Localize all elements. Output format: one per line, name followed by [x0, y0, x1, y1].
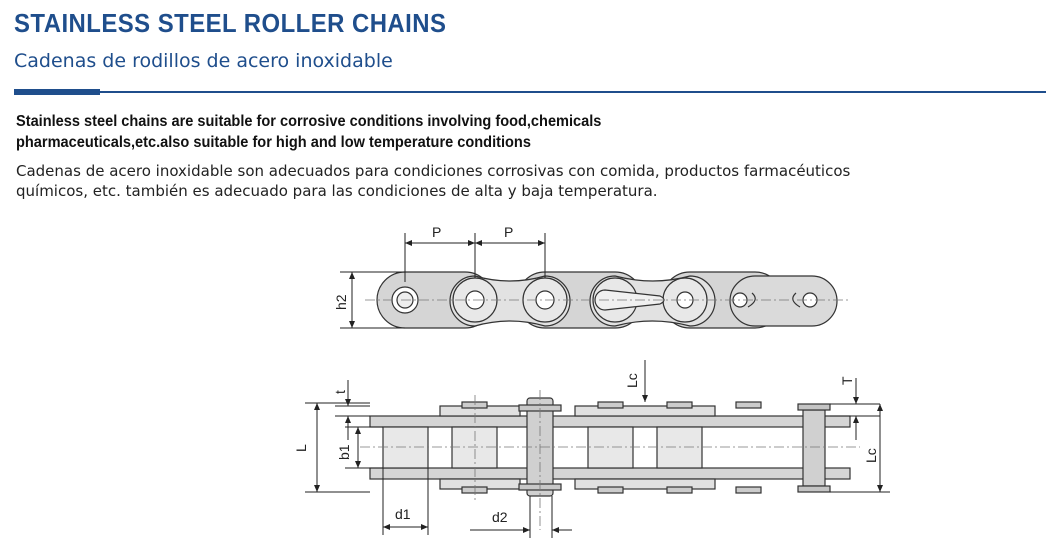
page-title: STAINLESS STEEL ROLLER CHAINS — [14, 8, 447, 38]
thickness-right-dimension — [830, 378, 880, 440]
height-label: h2 — [333, 294, 349, 310]
plate-thickness-dimension — [335, 380, 370, 440]
plate-thickness-label: t — [332, 390, 348, 394]
pitch-label: P — [504, 224, 513, 240]
inner-width-dimension — [345, 426, 383, 469]
description-es-line-1: Cadenas de acero inoxidable son adecuado… — [16, 162, 851, 180]
pitch-label: P — [432, 224, 441, 240]
pin-length-right-dimension — [830, 404, 890, 493]
overall-width-label: L — [293, 444, 309, 452]
description-es-line-2: químicos, etc. también es adecuado para … — [16, 182, 658, 200]
spring-clip — [594, 289, 665, 311]
thickness-right-label: T — [839, 376, 855, 385]
height-dimension — [340, 271, 405, 329]
pin-diameter-dimension — [470, 496, 572, 538]
pin-diameter-label: d2 — [492, 509, 508, 525]
pin-length-top-label: Lc — [624, 373, 640, 388]
inner-width-label: b1 — [336, 444, 352, 460]
outer-plate — [729, 275, 838, 327]
pitch-dimension — [404, 233, 546, 282]
divider-accent — [14, 89, 100, 95]
divider — [14, 91, 1046, 93]
description-en-line-2: pharmaceuticals,etc.also suitable for hi… — [16, 134, 531, 151]
description-english: Stainless steel chains are suitable for … — [16, 111, 716, 153]
description-spanish: Cadenas de acero inoxidable son adecuado… — [16, 161, 1016, 201]
pin-length-right-label: Lc — [863, 448, 879, 463]
overall-width-dimension — [305, 402, 370, 493]
roller-diameter-dimension — [382, 468, 429, 535]
chain-side-view — [376, 271, 838, 329]
description-en-line-1: Stainless steel chains are suitable for … — [16, 113, 602, 130]
centrelines — [360, 390, 860, 530]
roller-diameter-label: d1 — [395, 506, 411, 522]
page-subtitle: Cadenas de rodillos de acero inoxidable — [14, 50, 393, 72]
